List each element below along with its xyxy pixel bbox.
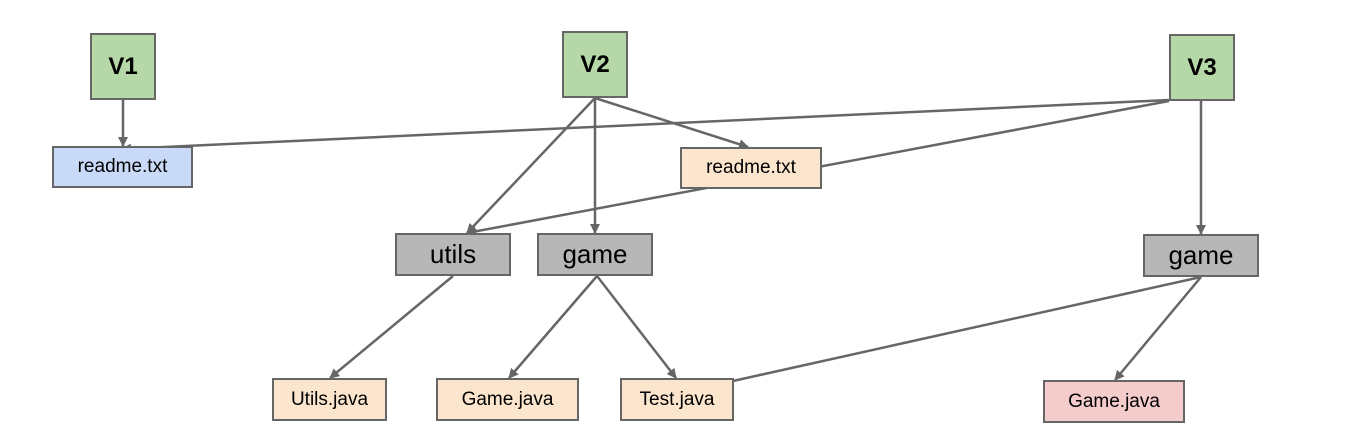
file-node-readme-v1: readme.txt: [52, 146, 193, 188]
file-node-game-java-v2: Game.java: [436, 378, 579, 421]
commit-node-v3: V3: [1169, 34, 1235, 101]
edge-v3-to-readme1: [121, 98, 1170, 154]
commit-node-v1: V1: [90, 33, 156, 100]
file-node-readme-v2: readme.txt: [680, 147, 822, 189]
file-node-game-java-v3: Game.java: [1043, 380, 1185, 423]
file-node-utils-java: Utils.java: [272, 378, 387, 421]
commit-node-v2: V2: [562, 31, 628, 98]
edge-utils-to-utilsjava: [329, 275, 454, 379]
edge-game3-to-testjava: [678, 275, 1202, 396]
file-node-test-java: Test.java: [620, 378, 734, 421]
tree-node-game-v3: game: [1143, 234, 1259, 277]
tree-node-game-v2: game: [537, 233, 653, 276]
edge-game2-to-testjava: [596, 275, 677, 379]
edge-game2-to-gamejava2: [508, 275, 598, 379]
tree-node-utils: utils: [395, 233, 511, 276]
edge-v2-to-utils: [466, 97, 596, 234]
edge-game3-to-gamejava3: [1114, 276, 1202, 381]
